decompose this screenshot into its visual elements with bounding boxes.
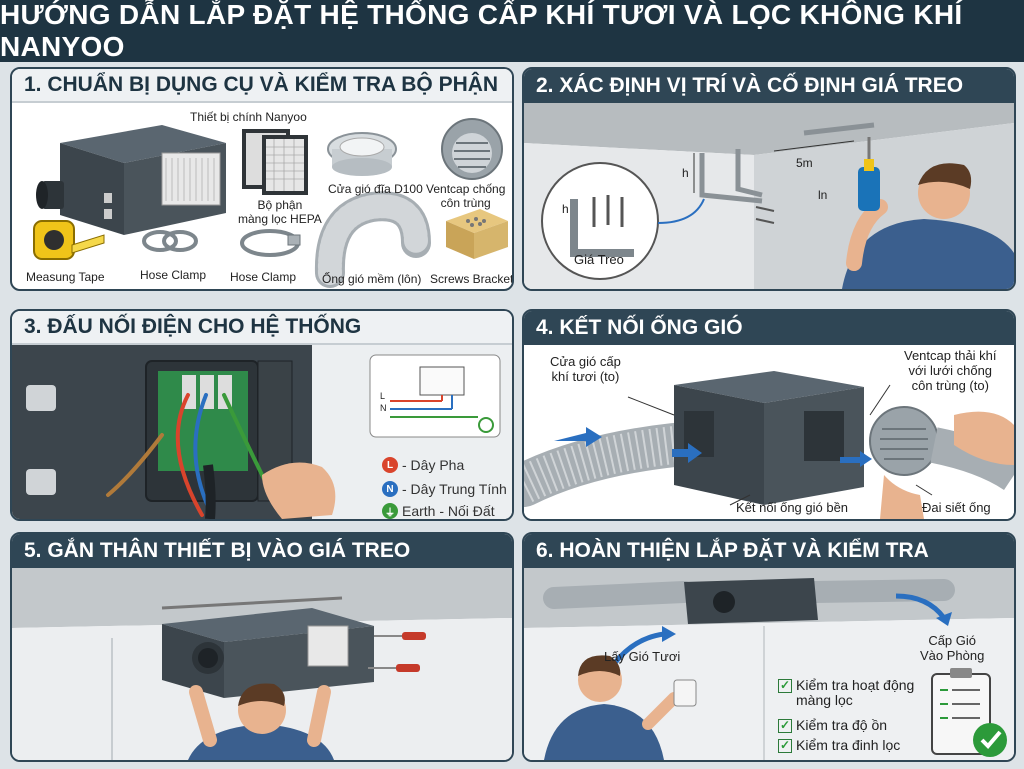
checklist-item-text: Kiểm tra đinh lọc (796, 737, 901, 753)
label-dimension-ln: ln (818, 188, 828, 202)
checklist-item-text: Kiểm tra hoạt động màng lọc (796, 677, 915, 709)
checklist-item: ✓ Kiểm tra hoạt động màng lọc (778, 677, 915, 709)
step-4-illustration (524, 345, 1014, 519)
label-disc-vent: Cửa gió đĩa D100 (328, 182, 423, 196)
legend-earth-text: Earth - Nối Đất (402, 503, 495, 519)
label-ventcap: Ventcap chống côn trùng (426, 182, 506, 210)
step-1-illustration (33, 118, 508, 288)
step-1-title: 1. CHUẨN BỊ DỤNG CỤ VÀ KIỂM TRA BỘ PHẬN (12, 69, 512, 103)
label-hose-clamp: Đai siết ống (922, 500, 991, 515)
label-screws: Screws Bracket (430, 272, 514, 286)
label-exhaust-ventcap: Ventcap thải khí với lưới chống côn trùn… (904, 348, 997, 393)
main-unit-drawing (36, 125, 226, 235)
checklist-item: ✓ Kiểm tra đinh lọc (778, 737, 901, 753)
label-height-h-1: h (682, 166, 689, 180)
step-2-title: 2. XÁC ĐỊNH VỊ TRÍ VÀ CỐ ĐỊNH GIÁ TREO (524, 69, 1014, 103)
step-6-panel: 6. HOÀN THIỆN LẮP ĐẶT VÀ KIỂM TRA (522, 532, 1016, 762)
label-duct-connection: Kết nối ống gió bền (736, 500, 849, 515)
legend-earth: ⏚ Earth - Nối Đất (382, 503, 495, 519)
label-flex-duct: Ống gió mềm (lôn) (322, 272, 422, 286)
step-2-illustration (524, 103, 1014, 289)
disc-vent-drawing (327, 132, 397, 176)
step-2-panel: 2. XÁC ĐỊNH VỊ TRÍ VÀ CỐ ĐỊNH GIÁ TREO (522, 67, 1016, 291)
hose-clamp-1-drawing (142, 230, 198, 252)
step-3-panel: 3. ĐẤU NỐI ĐIỆN CHO HỆ THỐNG (10, 309, 514, 521)
label-room-supply: Cấp Gió Vào Phòng (920, 633, 985, 663)
step-5-title: 5. GẮN THÂN THIẾT BỊ VÀO GIÁ TREO (12, 534, 512, 568)
check-icon: ✓ (778, 678, 792, 693)
schematic-letter-l: L (380, 391, 386, 401)
step-5-illustration (12, 568, 512, 760)
legend-live: L - Dây Pha (382, 457, 464, 473)
label-tape: Measung Tape (26, 270, 105, 284)
label-height-h-2: h (562, 202, 569, 216)
legend-live-text: - Dây Pha (402, 457, 465, 473)
schematic-letter-n: N (380, 403, 387, 413)
legend-neutral-text: - Dây Trung Tính (402, 481, 507, 497)
tape-measure-drawing (33, 220, 105, 260)
live-badge: L (382, 457, 398, 473)
screws-box-drawing (446, 209, 508, 259)
page-title: HƯỚNG DẪN LẮP ĐẶT HỆ THỐNG CẤP KHÍ TƯƠI … (0, 0, 963, 62)
step-5-panel: 5. GẮN THÂN THIẾT BỊ VÀO GIÁ TREO (10, 532, 514, 762)
step-3-illustration (12, 345, 512, 519)
neutral-badge: N (382, 481, 398, 497)
installer-drawing (842, 137, 1014, 289)
checklist-item: ✓ Kiểm tra độ ồn (778, 717, 888, 733)
label-hepa: Bộ phận màng lọc HEPA (238, 198, 322, 226)
step-4-panel: 4. KẾT NỐI ỐNG GIÓ (522, 309, 1016, 521)
header: HƯỚNG DẪN LẮP ĐẶT HỆ THỐNG CẤP KHÍ TƯƠI … (0, 0, 1024, 62)
legend-neutral: N - Dây Trung Tính (382, 481, 507, 497)
label-fresh-air-inlet: Cửa gió cấp khí tươi (to) (550, 354, 621, 384)
earth-icon: ⏚ (382, 503, 398, 519)
label-bracket: Giá Treo (574, 252, 624, 267)
hepa-filter-drawing (242, 129, 308, 195)
label-main-unit: Thiết bị chính Nanyoo (190, 110, 307, 124)
check-icon: ✓ (778, 718, 792, 733)
label-fresh-air-intake: Lấy Gió Tươi (604, 649, 681, 664)
check-icon: ✓ (778, 738, 792, 753)
label-hose-clamp-1: Hose Clamp (140, 268, 207, 282)
step-6-illustration (524, 568, 1014, 760)
flex-duct-drawing (314, 191, 431, 288)
checklist-item-text: Kiểm tra độ ồn (796, 717, 888, 733)
step-4-title: 4. KẾT NỐI ỐNG GIÓ (524, 311, 1014, 345)
label-dimension-5m: 5m (796, 156, 813, 170)
ventcap-drawing (441, 118, 503, 180)
step-6-title: 6. HOÀN THIỆN LẮP ĐẶT VÀ KIỂM TRA (524, 534, 1014, 568)
hose-clamp-2-drawing (240, 229, 301, 257)
step-3-title: 3. ĐẤU NỐI ĐIỆN CHO HỆ THỐNG (12, 311, 512, 345)
step-1-panel: 1. CHUẨN BỊ DỤNG CỤ VÀ KIỂM TRA BỘ PHẬN (10, 67, 514, 291)
label-hose-clamp-2: Hose Clamp (230, 270, 297, 284)
